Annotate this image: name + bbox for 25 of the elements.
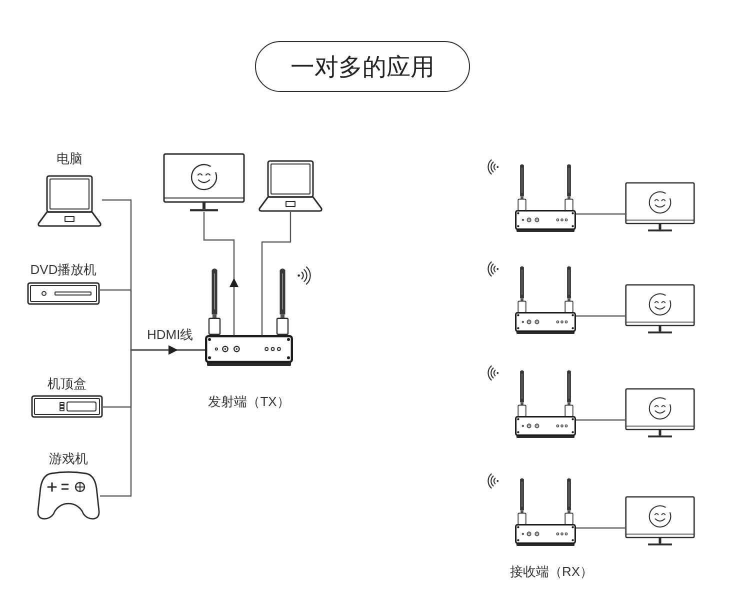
connector-line — [576, 213, 625, 215]
monitor-icon — [625, 182, 695, 232]
arrow — [203, 212, 238, 335]
device-label: 发射端（TX） — [208, 393, 290, 411]
monitor-icon — [625, 284, 695, 334]
connector-line — [576, 315, 625, 317]
monitor-icon — [625, 496, 695, 546]
cable-label: HDMI线 — [147, 326, 194, 344]
device-label: 游戏机 — [49, 450, 88, 468]
connector-line — [576, 419, 625, 421]
laptop-icon — [258, 160, 323, 212]
device-label: DVD播放机 — [30, 261, 97, 279]
arrow — [100, 346, 205, 497]
connector-line — [261, 212, 292, 335]
wireless-device-icon — [515, 369, 576, 438]
connector-line — [576, 527, 625, 529]
wireless-device-icon — [515, 163, 576, 232]
device-label: 机顶盒 — [48, 375, 86, 393]
title-heading: 一对多的应用 — [255, 41, 470, 92]
monitor-icon — [163, 153, 245, 212]
wireless-device-icon — [515, 265, 576, 334]
device-label: 电脑 — [56, 150, 82, 168]
monitor-icon — [625, 388, 695, 438]
wireless-device-icon — [515, 477, 576, 546]
receiver-label: 接收端（RX） — [510, 563, 594, 581]
